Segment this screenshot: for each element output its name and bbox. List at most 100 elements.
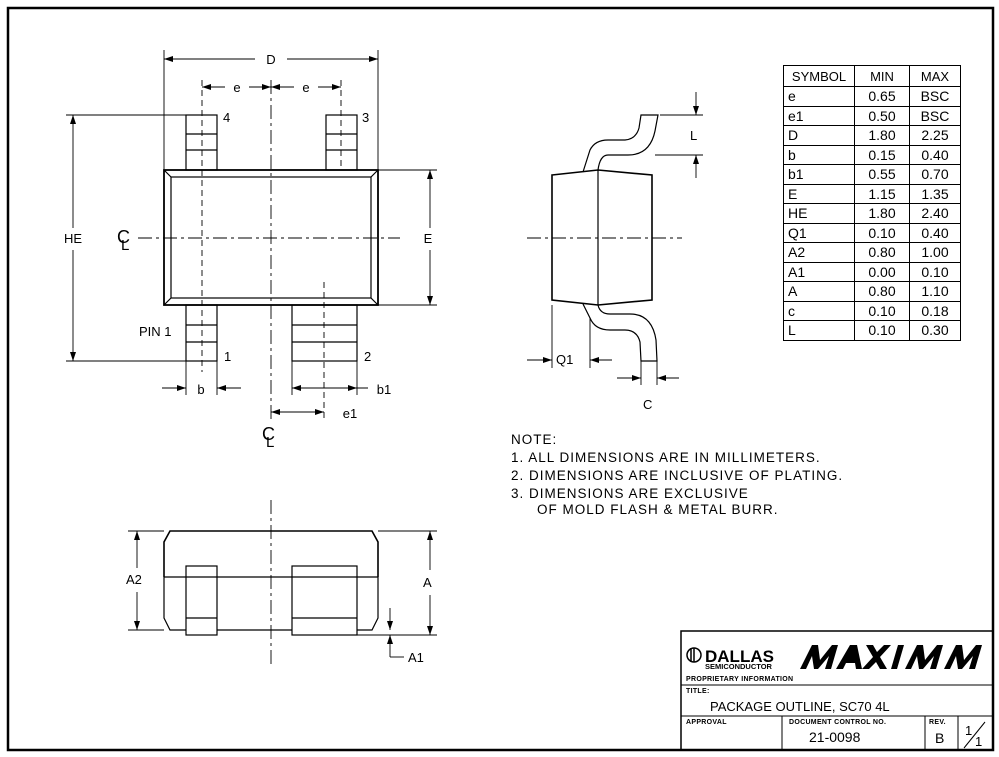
- pin1-lead: [185, 304, 218, 362]
- notes: NOTE: 1. ALL DIMENSIONS ARE IN MILLIMETE…: [511, 432, 843, 517]
- dim-label-e-left: e: [233, 80, 240, 95]
- front-view-arrows: [134, 531, 433, 644]
- cell-max: 0.30: [909, 320, 961, 341]
- side-view-top-lead: [582, 114, 659, 173]
- cell-max: BSC: [909, 86, 961, 107]
- cell-max: 0.18: [909, 300, 961, 321]
- pin4-lead: [185, 114, 218, 171]
- cell-max: 1.10: [909, 281, 961, 302]
- cell-min: 1.80: [854, 203, 910, 224]
- dim-label-c: C: [643, 397, 652, 412]
- centerline-symbol-v: C L: [262, 424, 275, 451]
- cell-min: 0.10: [854, 320, 910, 341]
- cell-min: 0.80: [854, 242, 910, 263]
- note-line-1: 1. ALL DIMENSIONS ARE IN MILLIMETERS.: [511, 450, 821, 465]
- cell-max: BSC: [909, 105, 961, 126]
- dim-label-b1: b1: [377, 382, 391, 397]
- side-view-body: [551, 169, 653, 306]
- maxim-logo: [800, 645, 982, 669]
- approval-label: APPROVAL: [686, 719, 727, 726]
- pin2-number: 2: [364, 349, 371, 364]
- cell-symbol: Q1: [783, 222, 855, 243]
- dim-label-e1: e1: [343, 406, 357, 421]
- doc-control-number: 21-0098: [809, 729, 861, 745]
- cell-min: 0.80: [854, 281, 910, 302]
- dim-label-HE: HE: [64, 231, 82, 246]
- svg-text:L: L: [121, 237, 129, 254]
- cell-max: 2.40: [909, 203, 961, 224]
- cell-max: 1.00: [909, 242, 961, 263]
- pin1-marker-label: PIN 1: [139, 324, 172, 339]
- title-label: TITLE:: [686, 688, 710, 695]
- cell-min: 1.15: [854, 183, 910, 204]
- col-header-symbol: SYMBOL: [783, 65, 855, 87]
- cell-max: 0.40: [909, 144, 961, 165]
- cell-min: 1.80: [854, 125, 910, 146]
- dim-label-Q1: Q1: [556, 352, 573, 367]
- cell-min: 0.00: [854, 261, 910, 282]
- cell-min: 0.55: [854, 164, 910, 185]
- title-block: [680, 630, 994, 751]
- cell-symbol: A: [783, 281, 855, 302]
- side-view-bottom-lead: [582, 303, 658, 362]
- pin3-lead: [325, 114, 358, 171]
- cell-symbol: L: [783, 320, 855, 341]
- side-view-arrows: [543, 106, 699, 381]
- cell-symbol: D: [783, 125, 855, 146]
- top-view-arrows: [70, 56, 433, 415]
- dim-label-A1: A1: [408, 650, 424, 665]
- brand-dallas: DALLAS: [705, 647, 774, 666]
- rev-label: REV.: [929, 719, 946, 726]
- pin1-number: 1: [224, 349, 231, 364]
- cell-max: 1.35: [909, 183, 961, 204]
- dim-label-L: L: [690, 128, 697, 143]
- cell-max: 2.25: [909, 125, 961, 146]
- centerline-symbol-h: C L: [117, 227, 130, 254]
- drawing-title: PACKAGE OUTLINE, SC70 4L: [710, 699, 890, 714]
- top-view: [66, 50, 437, 420]
- cell-symbol: A1: [783, 261, 855, 282]
- dim-label-A: A: [423, 575, 432, 590]
- dim-label-e-right: e: [302, 80, 309, 95]
- brand-semiconductor: SEMICONDUCTOR: [705, 662, 773, 671]
- col-header-max: MAX: [909, 65, 961, 87]
- note-line-4: OF MOLD FLASH & METAL BURR.: [537, 502, 779, 517]
- cell-symbol: e1: [783, 105, 855, 126]
- svg-text:C: C: [262, 424, 275, 444]
- svg-text:L: L: [266, 434, 274, 451]
- cell-min: 0.65: [854, 86, 910, 107]
- dim-label-A2: A2: [126, 572, 142, 587]
- front-view-pin2-lead: [291, 565, 358, 636]
- cell-symbol: HE: [783, 203, 855, 224]
- svg-text:C: C: [117, 227, 130, 247]
- cell-symbol: b1: [783, 164, 855, 185]
- sheet-fraction: 1 1: [963, 721, 986, 749]
- rev-value: B: [935, 730, 944, 746]
- cell-min: 0.10: [854, 300, 910, 321]
- cell-symbol: e: [783, 86, 855, 107]
- col-header-min: MIN: [854, 65, 910, 87]
- cell-max: 0.10: [909, 261, 961, 282]
- svg-text:1: 1: [965, 723, 972, 738]
- front-view: [128, 500, 437, 668]
- pin4-number: 4: [223, 110, 230, 125]
- cell-max: 0.40: [909, 222, 961, 243]
- proprietary-label: PROPRIETARY INFORMATION: [686, 676, 793, 683]
- dim-label-b: b: [197, 382, 204, 397]
- dim-label-E: E: [424, 231, 433, 246]
- pin2-lead: [291, 304, 358, 362]
- cell-min: 0.50: [854, 105, 910, 126]
- note-line-2: 2. DIMENSIONS ARE INCLUSIVE OF PLATING.: [511, 468, 843, 483]
- table-header-row: SYMBOL MIN MAX: [783, 65, 961, 87]
